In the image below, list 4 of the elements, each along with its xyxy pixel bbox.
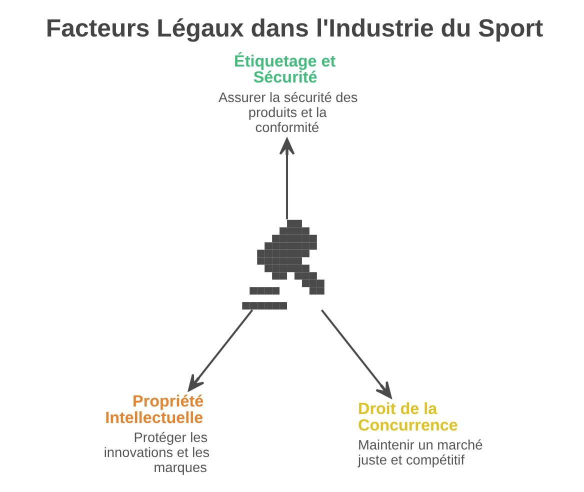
node-text: Droit de la Concurrence Maintenir un marché juste et compétitif bbox=[358, 400, 483, 468]
diagram-title: Facteurs Légaux dans l'Industrie du Sport bbox=[46, 14, 544, 43]
node-text: Propriété Intellectuelle Protéger les innovations et les marques bbox=[104, 392, 210, 475]
node-text: Étiquetage et Sécurité Assurer la sécurité des produits et la conformité bbox=[218, 52, 358, 135]
